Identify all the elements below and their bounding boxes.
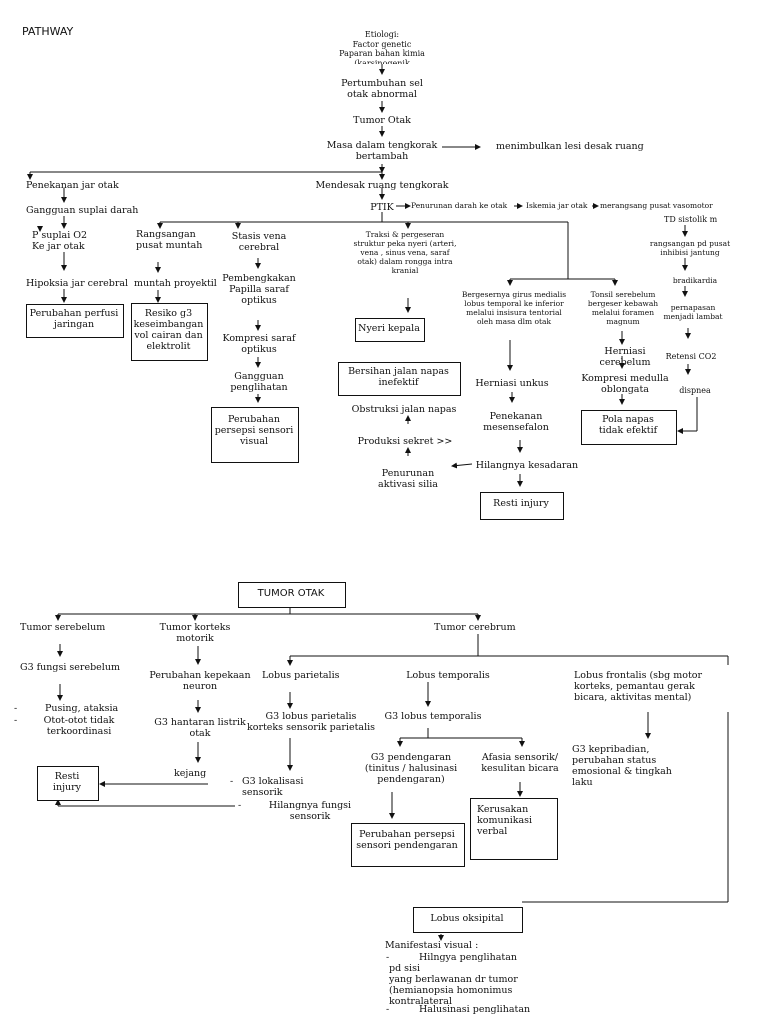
mendesak-node: Mendesak ruang tengkorak [315, 180, 449, 191]
kerusakan-label: Kerusakan komunikasi verbal [477, 804, 533, 837]
g3-kepribadian-node: G3 kepribadian, perubahan status emosion… [572, 744, 672, 788]
kejang-node: kejang [174, 768, 207, 779]
suplai-o2-node: P suplai O2 Ke jar otak [32, 230, 88, 252]
g3-parietalis-node: G3 lobus parietalis korteks sensorik par… [246, 711, 376, 733]
lobus-parietalis-node: Lobus parietalis [262, 670, 340, 681]
kompresi-medulla-node: Kompresi medulla oblongata [581, 373, 669, 395]
rangsangan-muntah-node: Rangsangan pusat muntah [136, 229, 203, 251]
nyeri-box [355, 318, 425, 342]
penurunan-silia-node: Penurunan aktivasi silia [378, 468, 438, 490]
manifestasi-node: Manifestasi visual : [385, 940, 479, 951]
g3-fungsi-node: G3 fungsi serebelum [20, 662, 120, 673]
resti-injury-bottom-label: Resti injury [52, 771, 82, 793]
page-title: PATHWAY [22, 25, 74, 38]
lobus-oksipital-label: Lobus oksipital [430, 913, 504, 924]
nyeri-label: Nyeri kepala [358, 323, 420, 334]
resti-injury-box [480, 492, 564, 520]
hilangnya-penglihatan-node: Hilngya penglihatan pd sisi yang berlawa… [389, 952, 518, 1007]
lobus-temporalis-node: Lobus temporalis [406, 670, 490, 681]
herniasi-cerebelum-node: Herniasi cerebelum [599, 346, 651, 368]
ototot-node: Otot-otot tidak terkoordinasi [43, 715, 115, 737]
pernapasan-node: pernapasan menjadi lambat [663, 303, 723, 321]
pusing-node: Pusing, ataksia [45, 703, 119, 714]
tumor-otak-box [238, 582, 346, 608]
dispnea-node: dispnea [679, 386, 711, 395]
bersihan-label: Bersihan jalan napas inefektif [348, 366, 449, 388]
bersihan-box [338, 362, 461, 396]
g3-pendengaran-node: G3 pendengaran (tinitus / halusinasi pen… [364, 752, 458, 785]
tumor-otak-node: Tumor Otak [353, 115, 411, 126]
bergesernya-node: Bergesernya girus medialis lobus tempora… [461, 290, 567, 326]
iskemia-node: Iskemia jar otak [526, 201, 588, 210]
ptik-node: PTIK [370, 202, 394, 213]
produksi-node: Produksi sekret >> [357, 436, 453, 447]
rangsangan-inhibisi-node: rangsangan pd pusat inhibisi jantung [649, 239, 731, 257]
persepsi-pendengaran-box [351, 823, 465, 867]
perfusi-box [26, 304, 124, 338]
herniasi-unkus-node: Herniasi unkus [475, 378, 549, 389]
tonsil-node: Tonsil serebelum bergeser kebawah melalu… [587, 290, 659, 326]
pola-napas-label: Pola napas tidak efektif [598, 414, 658, 436]
g3-temporalis-node: G3 lobus temporalis [384, 711, 482, 722]
muntah-node: muntah proyektil [134, 278, 217, 289]
etiologi-node: Etiologi: Factor genetic Paparan bahan k… [339, 30, 425, 64]
halusinasi-node: Halusinasi penglihatan [419, 1004, 531, 1015]
retensi-node: Retensi CO2 [665, 352, 717, 361]
gangguan-penglihatan-node: Gangguan penglihatan [230, 371, 288, 393]
bullet-dash: - [238, 800, 242, 811]
bullet-dash: - [14, 703, 18, 714]
obstruksi-node: Obstruksi jalan napas [351, 404, 457, 415]
masa-node: Masa dalam tengkorak bertambah [326, 140, 438, 162]
kerusakan-box [470, 798, 558, 860]
bullet-dash: - [386, 952, 390, 963]
persepsi-visual-box [211, 407, 299, 463]
hilangnya-kesadaran-node: Hilangnya kesadaran [475, 460, 579, 471]
resiko-g3-box [131, 303, 208, 361]
persepsi-visual-label: Perubahan persepsi sensori visual [214, 414, 294, 447]
lesi-node: menimbulkan lesi desak ruang [496, 141, 644, 152]
tumor-otak-title: TUMOR OTAK [257, 588, 325, 599]
g3-hantaran-node: G3 hantaran listrik otak [154, 717, 246, 739]
lobus-frontalis-node: Lobus frontalis (sbg motor korteks, pema… [574, 670, 703, 703]
bullet-dash: - [230, 776, 234, 787]
pertumbuhan-node: Pertumbuhan sel otak abnormal [341, 78, 423, 100]
g3-lokalisasi-node: G3 lokalisasi sensorik [242, 776, 304, 798]
penekanan-mesen-node: Penekanan mesensefalon [483, 411, 549, 433]
td-sistolik-node: TD sistolik m [664, 215, 718, 224]
penekanan-node: Penekanan jar otak [26, 180, 119, 191]
bullet-dash: - [14, 715, 18, 726]
resti-injury-bottom-box [37, 766, 99, 801]
hipoksia-node: Hipoksia jar cerebral [26, 278, 129, 289]
traksi-node: Traksi & pergeseran struktur peka nyeri … [353, 230, 457, 275]
bradikardia-node: bradikardia [672, 276, 718, 285]
tumor-korteks-node: Tumor korteks motorik [159, 622, 231, 644]
afasia-node: Afasia sensorik/ kesulitan bicara [481, 752, 559, 774]
tumor-serebelum-node: Tumor serebelum [20, 622, 106, 633]
resiko-g3-label: Resiko g3 keseimbangan vol cairan dan el… [133, 308, 204, 352]
resti-injury-label: Resti injury [493, 498, 549, 509]
pola-napas-box [581, 410, 677, 445]
merangsang-node: merangsang pusat vasomotor [600, 201, 713, 210]
pembengkakan-node: Pembengkakan Papilla saraf optikus [222, 273, 296, 306]
perubahan-kepekaan-node: Perubahan kepekaan neuron [149, 670, 251, 692]
stasis-node: Stasis vena cerebral [231, 231, 287, 253]
hilangnya-fungsi-node: Hilangnya fungsi sensorik [268, 800, 352, 822]
gangguan-suplai-node: Gangguan suplai darah [26, 205, 139, 216]
kompresi-saraf-node: Kompresi saraf optikus [222, 333, 296, 355]
penurunan-darah-node: Penurunan darah ke otak [411, 201, 508, 210]
perfusi-label: Perubahan perfusi jaringan [29, 308, 119, 330]
tumor-cerebrum-node: Tumor cerebrum [434, 622, 516, 633]
lobus-oksipital-box [413, 907, 523, 933]
bullet-dash: - [386, 1004, 390, 1015]
persepsi-pendengaran-label: Perubahan persepsi sensori pendengaran [356, 829, 458, 851]
